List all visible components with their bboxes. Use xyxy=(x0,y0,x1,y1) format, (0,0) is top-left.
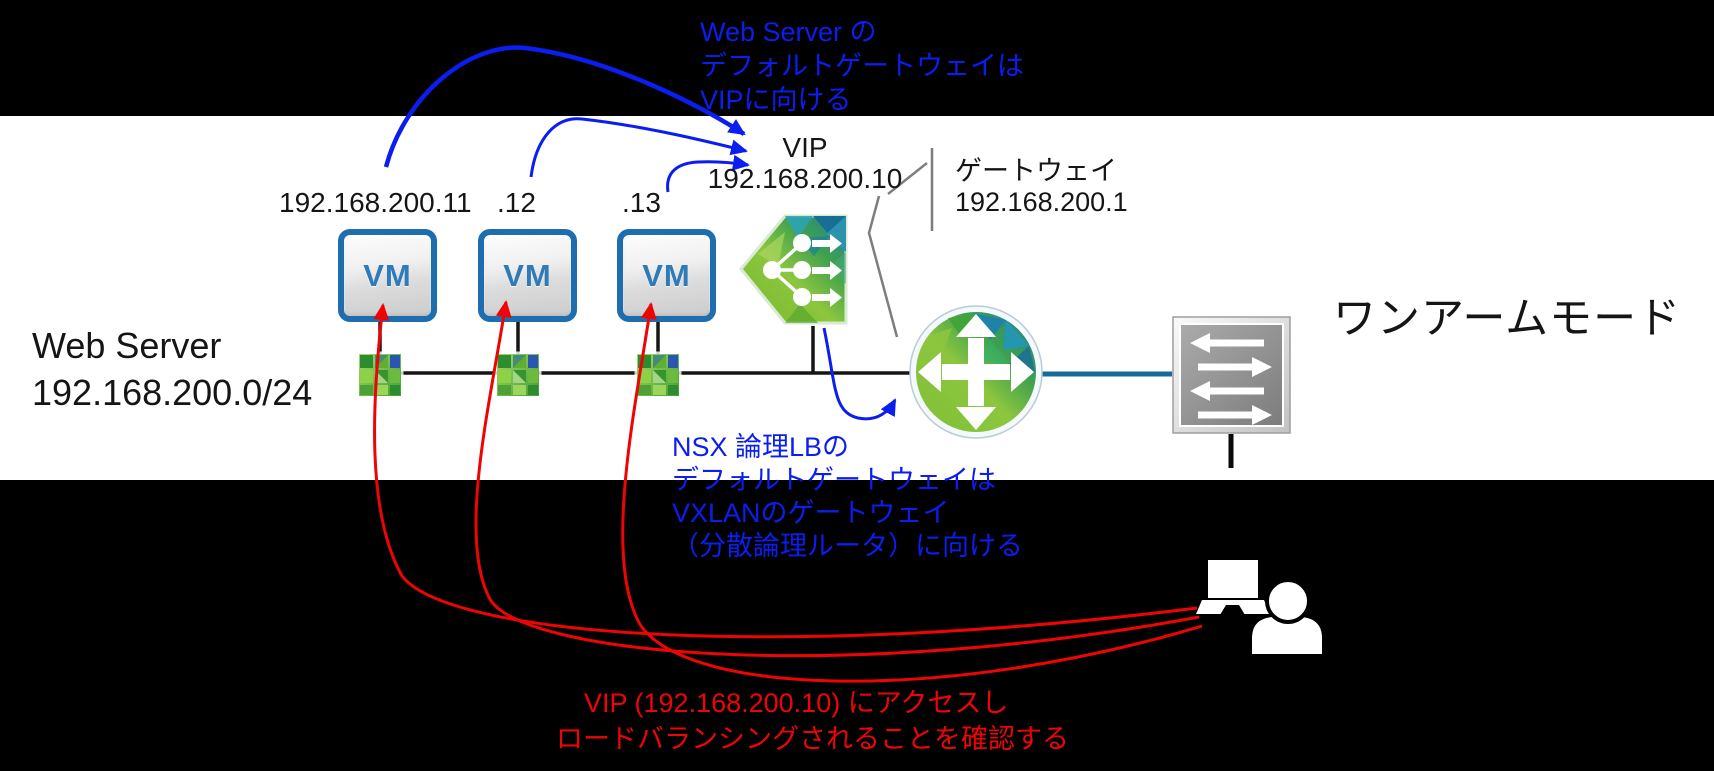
note-mid-line1: NSX 論理LBの xyxy=(672,432,850,462)
note-bottom-line2: ロードバランシングされることを確認する xyxy=(556,724,1069,754)
note-top-line1: Web Server の xyxy=(700,17,877,47)
vm-icon-1: VM xyxy=(338,229,437,322)
vm-icon-3: VM xyxy=(617,229,716,322)
note-mid-line3: VXLANのゲートウェイ xyxy=(672,498,950,528)
note-top-line2: デフォルトゲートウェイは xyxy=(700,51,1024,81)
vip-title: VIP xyxy=(782,132,828,163)
vxlan-segment-icon xyxy=(634,351,682,399)
vm-label: VM xyxy=(642,257,691,293)
vxlan-segment-icon xyxy=(356,351,404,399)
router-icon xyxy=(909,305,1043,439)
note-top-line3: VIPに向ける xyxy=(700,85,852,115)
vm-label: VM xyxy=(503,257,552,293)
gateway-title: ゲートウェイ xyxy=(955,156,1117,186)
vip-label: VIP 192.168.200.10 xyxy=(700,132,910,194)
load-balancer-icon xyxy=(739,214,848,325)
subnet-name: Web Server xyxy=(32,325,222,366)
vip-ip: 192.168.200.10 xyxy=(707,163,903,194)
note-mid-line2: デフォルトゲートウェイは xyxy=(672,465,996,495)
subnet-label: Web Server 192.168.200.0/24 xyxy=(32,322,312,416)
vm-icon-2: VM xyxy=(478,229,577,322)
gateway-ip: 192.168.200.1 xyxy=(955,187,1128,217)
vm2-ip-label: .12 xyxy=(497,187,536,218)
vm-label: VM xyxy=(363,257,412,293)
switch-icon xyxy=(1172,316,1291,434)
mode-title: ワンアームモード xyxy=(1333,295,1682,343)
user-laptop-icon xyxy=(1196,560,1322,654)
note-mid-line4: （分散論理ルータ）に向ける xyxy=(672,531,1023,561)
subnet-cidr: 192.168.200.0/24 xyxy=(32,372,313,413)
vm1-ip-label: 192.168.200.11 xyxy=(279,187,472,218)
vxlan-segment-icon xyxy=(494,351,542,399)
gateway-label: ゲートウェイ 192.168.200.1 xyxy=(955,156,1128,218)
note-bottom-line1: VIP (192.168.200.10) にアクセスし xyxy=(584,688,1009,718)
vm3-ip-label: .13 xyxy=(622,187,661,218)
